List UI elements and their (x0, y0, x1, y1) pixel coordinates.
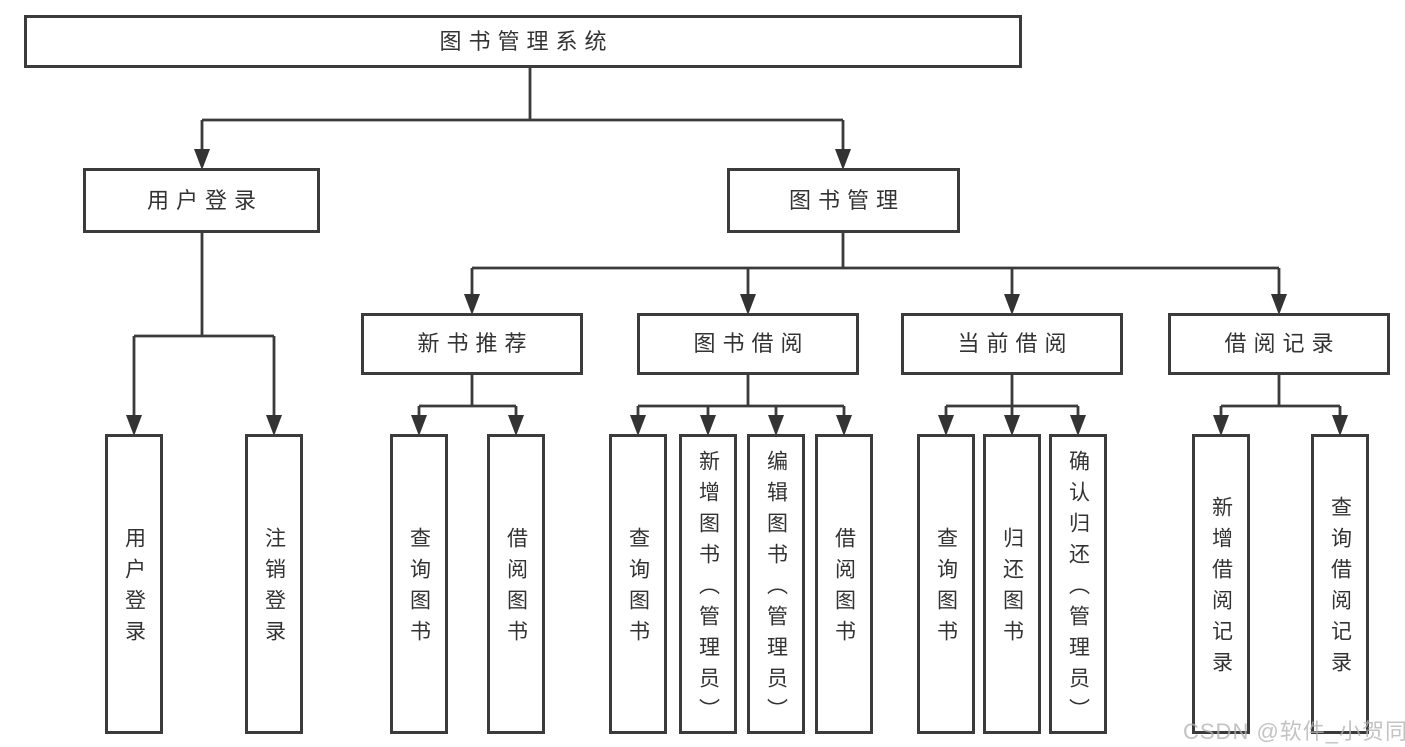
node-label: 用户登录 (122, 527, 146, 651)
node-login: 用户登录 (105, 434, 163, 734)
node-label: 查询借阅记录 (1328, 496, 1352, 682)
node-query-borrow-record: 查询借阅记录 (1311, 434, 1369, 734)
node-label: 确认归还（管理员） (1066, 449, 1090, 729)
node-user-login: 用户登录 (83, 168, 320, 233)
node-label: 新书推荐 (417, 331, 534, 356)
node-label: 注销登录 (262, 527, 286, 651)
node-library-management-system: 图书管理系统 (24, 15, 1022, 68)
node-book-management: 图书管理 (727, 168, 960, 233)
node-borrow-books: 借阅图书 (815, 434, 873, 734)
node-label: 查询图书 (934, 527, 958, 651)
node-label: 图书管理系统 (439, 28, 614, 54)
node-label: 借阅图书 (504, 527, 528, 651)
node-confirm-return-admin: 确认归还（管理员） (1049, 434, 1107, 734)
node-new-book-recommendation: 新书推荐 (361, 313, 583, 375)
connector-root-to-level2 (200, 68, 845, 153)
node-book-borrowing: 图书借阅 (637, 313, 859, 375)
node-label: 查询图书 (407, 527, 431, 651)
csdn-watermark: CSDN @软件_小贺同学 (1183, 719, 1405, 744)
node-label: 新增借阅记录 (1209, 496, 1233, 682)
node-return-book: 归还图书 (983, 434, 1041, 734)
connector-new-book-children (417, 375, 518, 419)
node-label: 图书管理 (788, 187, 905, 213)
node-label: 当前借阅 (957, 331, 1074, 356)
node-borrow-books-recommend: 借阅图书 (487, 434, 545, 734)
node-label: 图书借阅 (693, 331, 810, 356)
node-query-books-borrowing: 查询图书 (609, 434, 667, 734)
connector-borrowing-records-children (1219, 375, 1342, 419)
connector-book-borrowing-children (636, 375, 846, 419)
connector-book-management-children (470, 233, 1281, 298)
node-label: 查询图书 (626, 527, 650, 651)
arrowhead-icons (126, 149, 1348, 436)
node-label: 归还图书 (1000, 527, 1024, 651)
connector-current-borrowing-children (944, 375, 1080, 419)
node-logout: 注销登录 (245, 434, 303, 734)
node-label: 编辑图书（管理员） (764, 449, 788, 729)
node-label: 用户登录 (146, 187, 263, 213)
node-query-books-recommend: 查询图书 (390, 434, 448, 734)
node-label: 借阅记录 (1224, 331, 1341, 356)
connector-user-login-children (132, 233, 276, 419)
node-label: 借阅图书 (832, 527, 856, 651)
node-borrowing-records: 借阅记录 (1168, 313, 1390, 375)
node-edit-book-admin: 编辑图书（管理员） (747, 434, 805, 734)
node-label: 新增图书（管理员） (696, 449, 720, 729)
node-current-borrowing: 当前借阅 (901, 313, 1123, 375)
node-add-book-admin: 新增图书（管理员） (679, 434, 737, 734)
node-query-books-current: 查询图书 (917, 434, 975, 734)
node-add-borrow-record: 新增借阅记录 (1192, 434, 1250, 734)
